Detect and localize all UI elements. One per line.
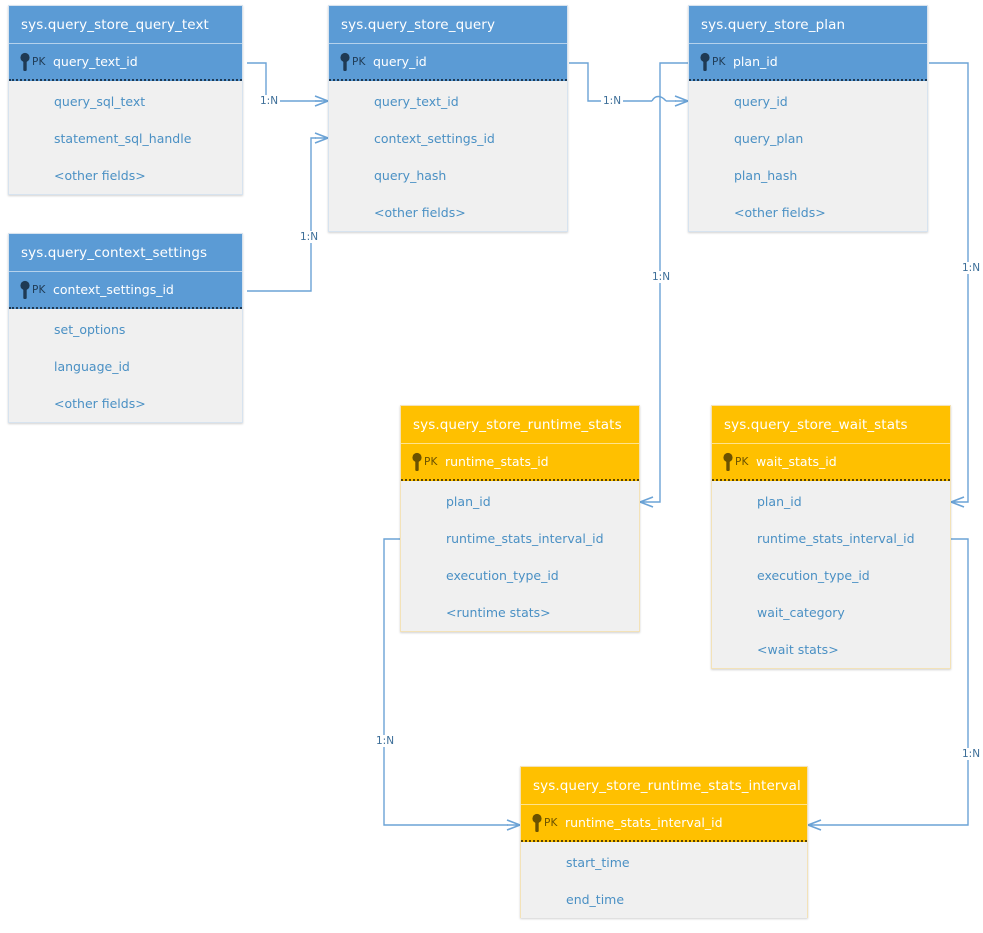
- connector-interval-to-runtime-stats: [383, 538, 508, 826]
- field-row: language_id: [54, 359, 130, 374]
- key-icon: PK: [329, 52, 373, 72]
- entity-query-store-query[interactable]: sys.query_store_query PK query_id query_…: [328, 5, 568, 232]
- entity-title: sys.query_store_runtime_stats: [401, 406, 639, 444]
- entity-title: sys.query_store_wait_stats: [712, 406, 950, 444]
- field-row: plan_id: [446, 494, 491, 509]
- field-row: <other fields>: [734, 205, 826, 220]
- entity-fields: start_time end_time: [521, 842, 807, 918]
- field-row: runtime_stats_interval_id: [446, 531, 604, 546]
- field-row: execution_type_id: [446, 568, 559, 583]
- field-row: context_settings_id: [374, 131, 495, 146]
- pk-caption: PK: [712, 55, 726, 68]
- entity-title: sys.query_context_settings: [9, 234, 242, 272]
- primary-key-name: context_settings_id: [53, 282, 174, 297]
- primary-key-row[interactable]: PK query_id: [329, 44, 567, 81]
- cardinality-label-r3: 1:N: [601, 95, 624, 107]
- field-row: <other fields>: [54, 396, 146, 411]
- primary-key-row[interactable]: PK context_settings_id: [9, 272, 242, 309]
- pk-caption: PK: [424, 455, 438, 468]
- field-row: wait_category: [757, 605, 845, 620]
- cardinality-label-r5: 1:N: [960, 262, 983, 274]
- field-row: <other fields>: [54, 168, 146, 183]
- connector-query-text-to-query: [247, 62, 316, 102]
- field-row: query_text_id: [374, 94, 459, 109]
- entity-query-store-query-text[interactable]: sys.query_store_query_text PK query_text…: [8, 5, 243, 195]
- connector-interval-to-wait-stats: [821, 538, 969, 826]
- primary-key-name: runtime_stats_interval_id: [565, 815, 723, 830]
- field-row: <other fields>: [374, 205, 466, 220]
- entity-title: sys.query_store_plan: [689, 6, 927, 44]
- field-row: query_id: [734, 94, 788, 109]
- field-row: end_time: [566, 892, 625, 907]
- key-icon: PK: [9, 280, 53, 300]
- key-icon: PK: [712, 452, 756, 472]
- key-icon: PK: [521, 813, 565, 833]
- entity-title: sys.query_store_query: [329, 6, 567, 44]
- cardinality-label-r6: 1:N: [374, 735, 397, 747]
- entity-fields: query_id query_plan plan_hash <other fie…: [689, 81, 927, 231]
- connector-context-settings-to-query: [247, 137, 316, 292]
- field-row: <runtime stats>: [446, 605, 551, 620]
- primary-key-name: query_id: [373, 54, 427, 69]
- field-row: query_hash: [374, 168, 447, 183]
- pk-caption: PK: [352, 55, 366, 68]
- primary-key-row[interactable]: PK runtime_stats_id: [401, 444, 639, 481]
- field-row: execution_type_id: [757, 568, 870, 583]
- entity-query-store-plan[interactable]: sys.query_store_plan PK plan_id query_id…: [688, 5, 928, 232]
- cardinality-label-r4: 1:N: [650, 271, 673, 283]
- primary-key-row[interactable]: PK wait_stats_id: [712, 444, 950, 481]
- entity-title: sys.query_store_runtime_stats_interval: [521, 767, 807, 805]
- entity-fields: query_sql_text statement_sql_handle <oth…: [9, 81, 242, 194]
- pk-caption: PK: [735, 455, 749, 468]
- pk-caption: PK: [544, 816, 558, 829]
- cardinality-label-r2: 1:N: [298, 231, 321, 243]
- cardinality-label-r1: 1:N: [258, 95, 281, 107]
- entity-query-store-wait-stats[interactable]: sys.query_store_wait_stats PK wait_stats…: [711, 405, 951, 669]
- entity-query-context-settings[interactable]: sys.query_context_settings PK context_se…: [8, 233, 243, 423]
- cardinality-label-r7: 1:N: [960, 748, 983, 760]
- field-row: statement_sql_handle: [54, 131, 192, 146]
- field-row: query_sql_text: [54, 94, 146, 109]
- field-row: plan_id: [757, 494, 802, 509]
- primary-key-row[interactable]: PK runtime_stats_interval_id: [521, 805, 807, 842]
- entity-fields: plan_id runtime_stats_interval_id execut…: [401, 481, 639, 631]
- entity-query-store-runtime-stats-interval[interactable]: sys.query_store_runtime_stats_interval P…: [520, 766, 808, 918]
- connector-plan-to-wait-stats: [929, 62, 969, 503]
- entity-query-store-runtime-stats[interactable]: sys.query_store_runtime_stats PK runtime…: [400, 405, 640, 632]
- pk-caption: PK: [32, 283, 46, 296]
- entity-fields: query_text_id context_settings_id query_…: [329, 81, 567, 231]
- key-icon: PK: [401, 452, 445, 472]
- entity-fields: set_options language_id <other fields>: [9, 309, 242, 422]
- field-row: runtime_stats_interval_id: [757, 531, 915, 546]
- field-row: <wait stats>: [757, 642, 839, 657]
- field-row: set_options: [54, 322, 126, 337]
- field-row: plan_hash: [734, 168, 798, 183]
- key-icon: PK: [9, 52, 53, 72]
- primary-key-name: runtime_stats_id: [445, 454, 549, 469]
- entity-title: sys.query_store_query_text: [9, 6, 242, 44]
- pk-caption: PK: [32, 55, 46, 68]
- primary-key-name: wait_stats_id: [756, 454, 837, 469]
- primary-key-name: plan_id: [733, 54, 778, 69]
- key-icon: PK: [689, 52, 733, 72]
- primary-key-name: query_text_id: [53, 54, 138, 69]
- primary-key-row[interactable]: PK plan_id: [689, 44, 927, 81]
- entity-fields: plan_id runtime_stats_interval_id execut…: [712, 481, 950, 668]
- primary-key-row[interactable]: PK query_text_id: [9, 44, 242, 81]
- field-row: start_time: [566, 855, 630, 870]
- field-row: query_plan: [734, 131, 804, 146]
